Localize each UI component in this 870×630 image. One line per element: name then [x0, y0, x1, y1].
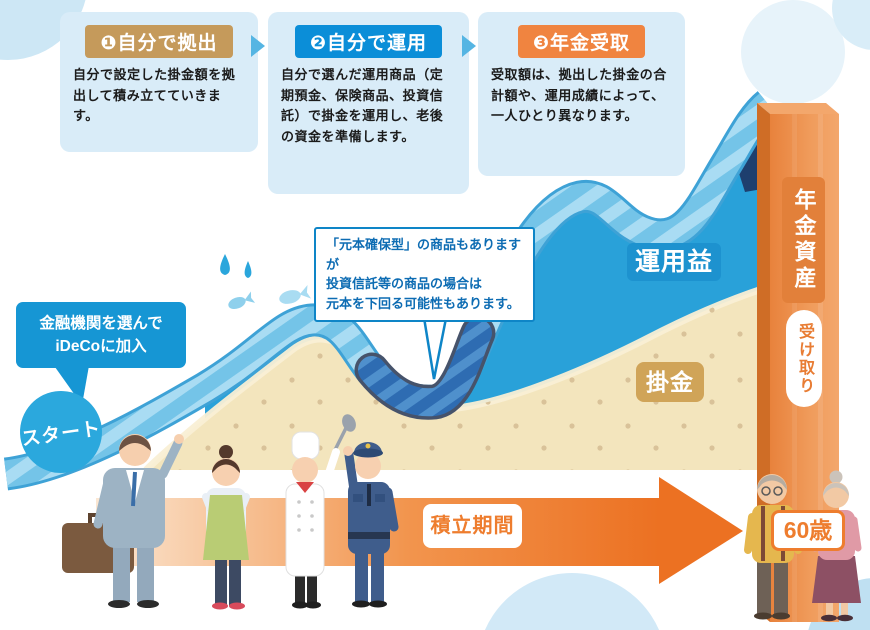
businessman-illustration — [62, 434, 184, 608]
period-arrow — [96, 477, 743, 584]
step1-header: ❶自分で拠出 — [85, 25, 233, 58]
join-ideco-line1: 金融機関を選んで — [39, 315, 163, 332]
homemaker-illustration — [202, 445, 250, 610]
accumulation-period-label: 積立期間 — [423, 504, 522, 548]
step-flow-arrow-1-icon — [251, 35, 265, 57]
step2-title: 自分で運用 — [327, 33, 428, 54]
step1-number: ❶ — [100, 33, 118, 54]
pension-asset-label: 年金資産 — [782, 177, 825, 303]
step1-title: 自分で拠出 — [117, 33, 218, 54]
callout-line2: 投資信託等の商品の場合は — [326, 276, 483, 291]
step2-number: ❷ — [309, 33, 328, 54]
police-officer-illustration — [343, 442, 399, 608]
principal-risk-callout: 「元本確保型」の商品もありますが 投資信託等の商品の場合は 元本を下回る可能性も… — [314, 227, 535, 322]
step-panel-1: ❶自分で拠出 自分で設定した掛金額を拠出して積み立てていきます。 — [60, 12, 258, 152]
step-flow-arrow-2-icon — [462, 35, 476, 57]
join-ideco-line2: iDeCoに加入 — [55, 338, 147, 356]
water-droplets-icon — [220, 254, 252, 278]
bubble-pointer — [50, 360, 90, 405]
dip-segment — [354, 315, 496, 420]
chef-illustration — [285, 414, 356, 609]
gains-label: 運用益 — [627, 243, 721, 281]
step-panel-3: ❸年金受取 受取額は、拠出した掛金の合計額や、運用成績によって、一人ひとり異なり… — [478, 12, 685, 176]
step3-header: ❸年金受取 — [517, 25, 646, 58]
start-label: スタート — [20, 418, 103, 450]
step2-header: ❷自分で運用 — [294, 25, 443, 58]
join-ideco-bubble: 金融機関を選んで iDeCoに加入 — [16, 302, 186, 368]
step3-body: 受取額は、拠出した掛金の合計額や、運用成績によって、一人ひとり異なります。 — [491, 67, 667, 124]
callout-line1: 「元本確保型」の商品もありますが — [326, 237, 522, 272]
step2-body: 自分で選んだ運用商品（定期預金、保険商品、投資信託）で掛金を運用し、老後の資金を… — [281, 67, 444, 144]
receive-label: 受け取り — [786, 310, 822, 407]
callout-line3: 元本を下回る可能性もあります。 — [326, 295, 520, 311]
step3-number: ❸ — [532, 33, 551, 54]
contribution-label: 掛金 — [636, 362, 704, 402]
step1-body: 自分で設定した掛金額を拠出して積み立てていきます。 — [73, 67, 236, 124]
step-panel-2: ❷自分で運用 自分で選んだ運用商品（定期預金、保険商品、投資信託）で掛金を運用し… — [268, 12, 469, 194]
age-60-badge: 60歳 — [771, 510, 845, 551]
step3-title: 年金受取 — [550, 33, 631, 54]
jumping-fish-icon — [228, 285, 312, 310]
